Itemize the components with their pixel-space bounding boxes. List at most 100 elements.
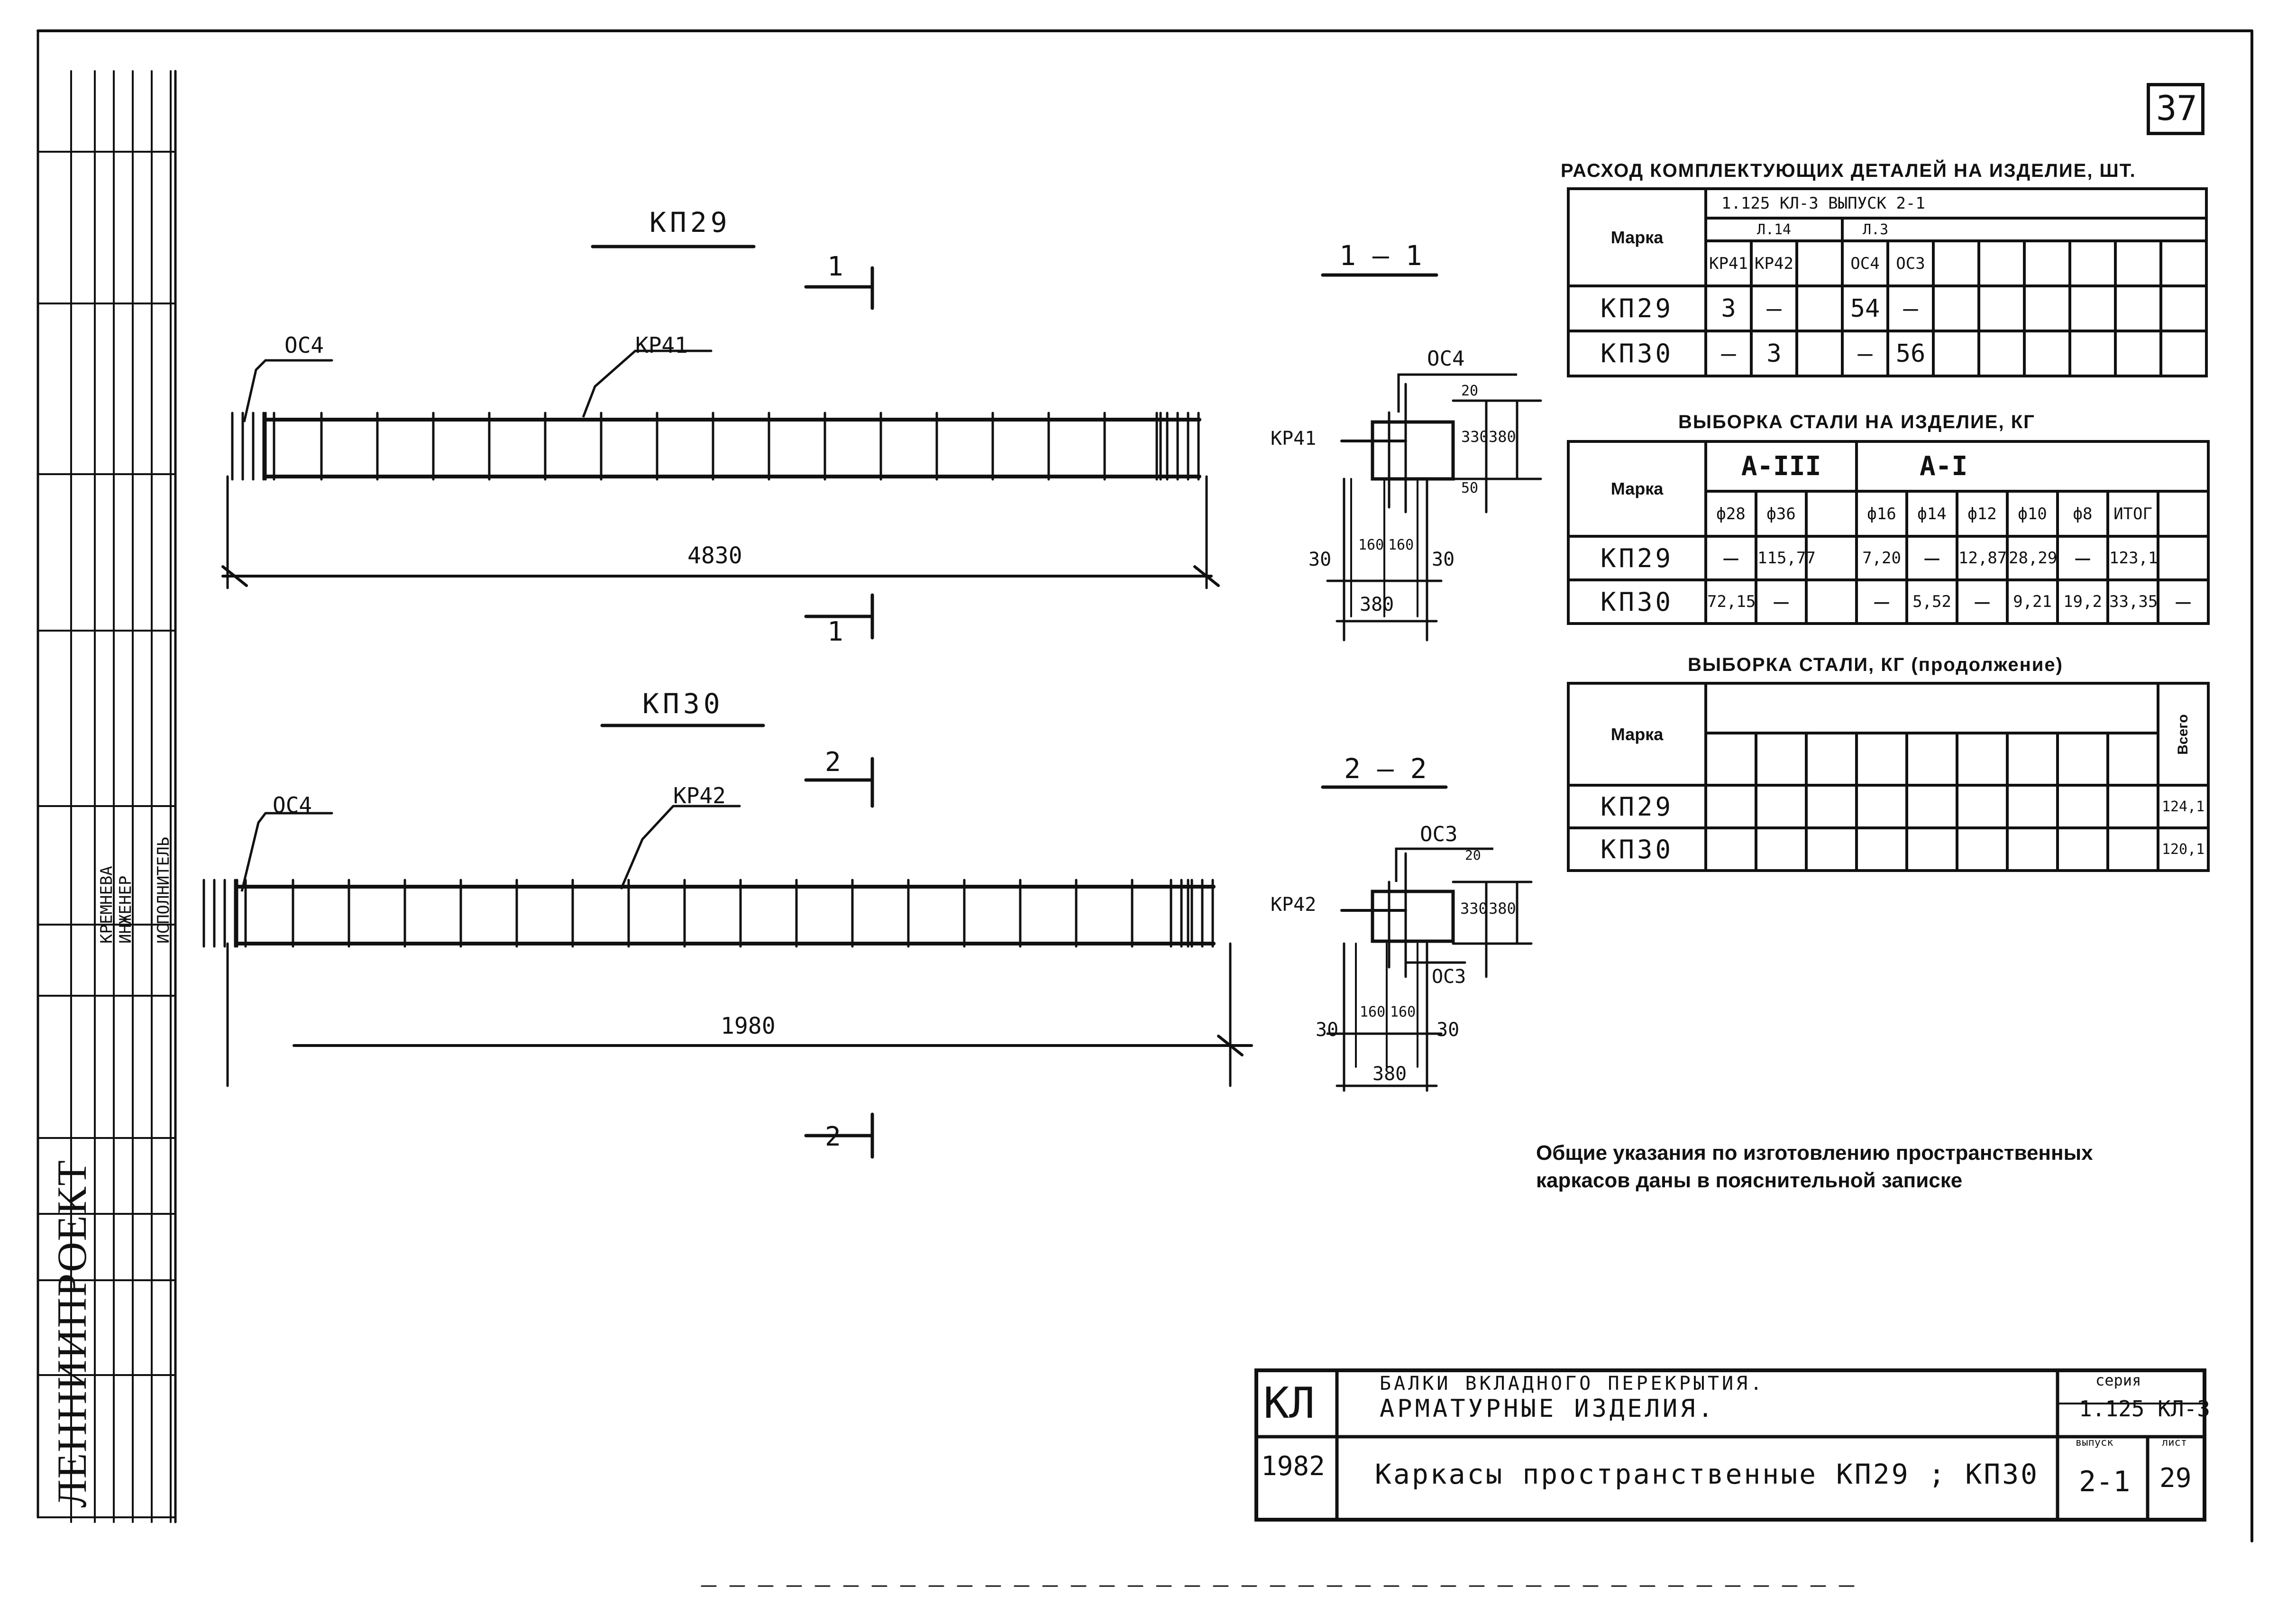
sheet-number-box — [2147, 83, 2205, 135]
series-value: 1.125 КЛ-3 — [2079, 1396, 2210, 1422]
section2-dim-330: 330 — [1460, 899, 1488, 918]
row-cell: — — [2157, 578, 2210, 625]
t1-column-header: ОС4 — [1841, 239, 1889, 287]
general-note-line2: каркасов даны в пояснительной записке — [1536, 1169, 1963, 1192]
section2-dim-30-right: 30 — [1436, 1019, 1460, 1041]
section2-top-leader — [1395, 847, 1493, 882]
row-cell: 54 — [1841, 284, 1889, 332]
table2-group-1: А-I — [1855, 440, 2210, 493]
t2-column-header — [2157, 490, 2210, 538]
row-cell — [2023, 330, 2071, 377]
table1-doc-header: 1.125 КЛ-3 ВЫПУСК 2-1 — [1704, 187, 2208, 220]
row-cell — [2159, 284, 2208, 332]
row-cell — [1755, 784, 1808, 829]
row-cell — [2114, 284, 2162, 332]
row-cell: — — [1956, 578, 2009, 625]
kp30-title: КП30 — [642, 688, 724, 720]
section2-top-label: ОС3 — [1420, 822, 1458, 846]
row-cell — [1795, 284, 1844, 332]
row-cell: 19,2 — [2056, 578, 2110, 625]
row-cell — [2114, 330, 2162, 377]
section2-dim-380: 380 — [1489, 899, 1516, 918]
table1-mark-header: Марка — [1567, 187, 1707, 287]
kp29-dim-tick — [1193, 565, 1220, 587]
row-cell — [1804, 578, 1858, 625]
t1-column-header: ОС3 — [1886, 239, 1935, 287]
row-total: 124,1 — [2157, 784, 2210, 829]
row-mark: КП29 — [1567, 535, 1707, 581]
row-cell: 3 — [1750, 330, 1798, 377]
section1-top-leader — [1397, 373, 1517, 413]
section1-top-label: ОС4 — [1427, 347, 1465, 371]
t1-column-header: КР41 — [1704, 239, 1753, 287]
title-block-frame — [1254, 1368, 2206, 1522]
row-cell: — — [1886, 284, 1935, 332]
table1: Марка 1.125 КЛ-3 ВЫПУСК 2-1 Л.14 Л.3 КР4… — [1567, 187, 2208, 377]
sheet-value: 29 — [2159, 1463, 2192, 1494]
section1-dim-330: 330 — [1461, 428, 1489, 446]
section2-dim-160-b: 160 — [1390, 1004, 1416, 1020]
table1-caption: РАСХОД КОМПЛЕКТУЮЩИХ ДЕТАЛЕЙ НА ИЗДЕЛИЕ,… — [1561, 160, 2136, 181]
issue-value: 2-1 — [2079, 1465, 2131, 1498]
kp30-bar-leader — [620, 805, 674, 890]
t2-column-header: ф16 — [1855, 490, 1909, 538]
row-cell: — — [1755, 578, 1808, 625]
t1-column-header — [1977, 239, 2026, 287]
t1-column-header: КР42 — [1750, 239, 1798, 287]
table3-total-header: Всего — [2157, 682, 2210, 787]
section1-dim-30-left: 30 — [1308, 549, 1332, 570]
row-cell: 7,20 — [1855, 535, 1909, 581]
row-cell — [1805, 826, 1858, 872]
kp29-section-mark-bottom: 1 — [827, 616, 843, 647]
stamp-approval-1: КРЕМНЕВА — [97, 866, 116, 944]
row-cell: 5,52 — [1905, 578, 1959, 625]
section1-dim-width: 380 — [1360, 594, 1394, 615]
section2-dim-160-a: 160 — [1360, 1004, 1386, 1020]
row-cell — [2106, 826, 2160, 872]
row-cell: 3 — [1704, 284, 1753, 332]
organization-stamp: ЛЕННИИПРОЕКТ — [49, 1159, 95, 1508]
row-cell — [1956, 784, 2009, 829]
title-block-line2: АРМАТУРНЫЕ ИЗДЕЛИЯ. — [1380, 1395, 1716, 1423]
row-cell: 9,21 — [2006, 578, 2059, 625]
row-cell — [2068, 284, 2117, 332]
section1-dim-380: 380 — [1489, 428, 1516, 446]
row-cell — [1855, 784, 1908, 829]
row-cell: — — [1704, 330, 1753, 377]
kp29-start-label: ОС4 — [284, 332, 324, 358]
table1-row: КП30—3—56 — [1567, 330, 2208, 377]
kp30-section-mark-bottom: 2 — [825, 1121, 841, 1152]
row-cell — [1704, 784, 1757, 829]
kp29-dim-tick — [221, 565, 248, 587]
kp30-length: 1980 — [721, 1013, 776, 1039]
table3-mark-header: Марка — [1567, 682, 1707, 787]
table1-group-row: Л.14 Л.3 — [1568, 217, 2208, 242]
row-cell — [1704, 826, 1757, 872]
t2-column-header — [1804, 490, 1858, 538]
row-cell — [2068, 330, 2117, 377]
kp29-bar-leader — [582, 350, 636, 418]
table1-group-1: Л.3 — [1840, 217, 2208, 242]
kp30-start-label: ОС4 — [273, 792, 312, 818]
section1-dim-20: 20 — [1461, 383, 1479, 399]
section1-dim-30-right: 30 — [1432, 549, 1455, 570]
kp30-bar-label: КР42 — [673, 783, 726, 808]
row-cell — [1804, 535, 1858, 581]
row-cell — [1805, 784, 1858, 829]
t2-column-header: ф14 — [1905, 490, 1959, 538]
row-cell: — — [1750, 284, 1798, 332]
kp30-dim-tick — [1217, 1035, 1244, 1056]
table1-group-0: Л.14 — [1704, 217, 1844, 242]
section2-dim-width: 380 — [1372, 1063, 1407, 1085]
row-mark: КП29 — [1567, 784, 1707, 829]
section1-frame — [1371, 420, 1455, 481]
kp30-section-mark: 2 — [825, 747, 841, 778]
section2-side-label: КР42 — [1271, 894, 1317, 916]
kp29-bar-label: КР41 — [635, 332, 688, 358]
table3-blank-row — [1568, 732, 2208, 787]
row-cell — [1905, 784, 1958, 829]
table3-caption: ВЫБОРКА СТАЛИ, КГ (продолжение) — [1688, 654, 2063, 675]
section1-title: 1 — 1 — [1339, 239, 1422, 272]
t2-column-header: ф10 — [2006, 490, 2059, 538]
